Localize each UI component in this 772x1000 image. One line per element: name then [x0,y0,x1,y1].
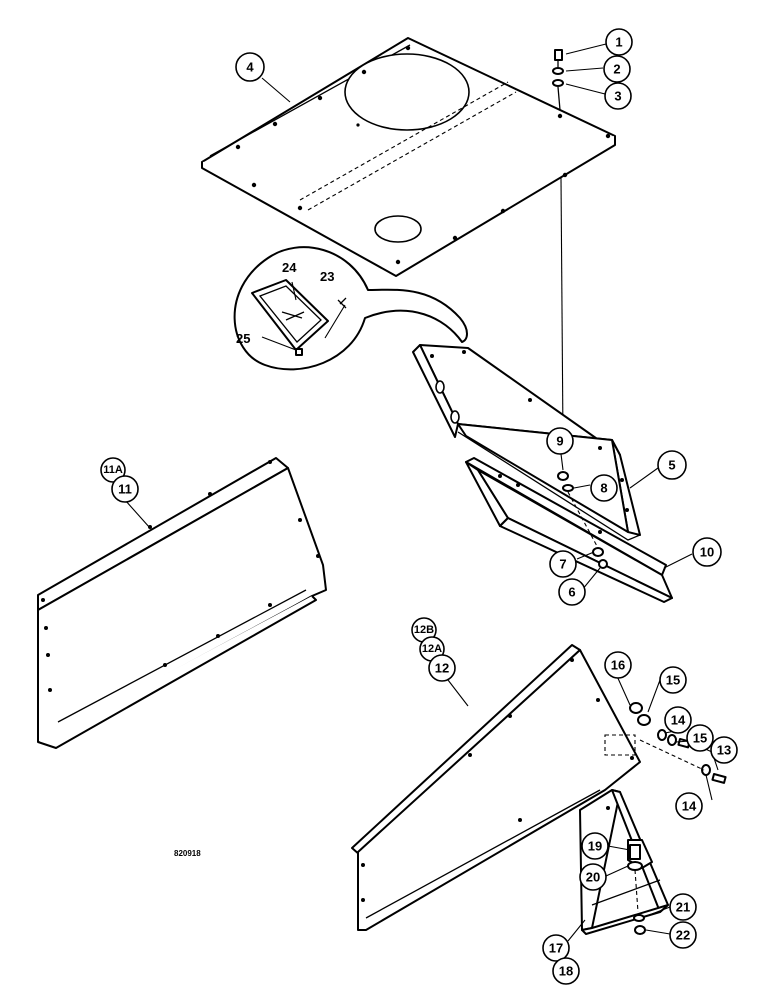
svg-text:11A: 11A [103,464,123,476]
bolt-washer-stack [552,49,564,111]
callout-17: 17 [542,934,570,962]
svg-text:18: 18 [559,964,573,979]
hardware-6-9 [557,471,608,569]
callout-22: 22 [669,921,697,949]
callout-6: 6 [558,578,586,606]
svg-text:10: 10 [700,545,714,560]
svg-text:15: 15 [666,673,680,688]
svg-text:5: 5 [668,458,675,473]
svg-text:1: 1 [615,35,622,50]
callout-15a: 15 [659,666,687,694]
callout-14a: 14 [664,706,692,734]
bracket-5 [412,344,641,541]
svg-text:15: 15 [693,731,707,746]
callout-1: 1 [605,28,633,56]
svg-text:21: 21 [676,900,690,915]
callout-2: 2 [603,55,631,83]
channel-10 [465,457,673,603]
svg-text:6: 6 [568,585,575,600]
callout-21: 21 [669,893,697,921]
callout-16: 16 [604,651,632,679]
svg-text:17: 17 [549,941,563,956]
svg-text:7: 7 [559,557,566,572]
callout-15b: 15 [686,724,714,752]
svg-text:4: 4 [246,60,254,75]
top-plate [201,37,616,277]
svg-text:9: 9 [556,434,563,449]
svg-text:8: 8 [600,481,607,496]
callout-12: 12 [428,654,456,682]
leader-lines [124,43,719,942]
callout-7: 7 [549,550,577,578]
callout-14b: 14 [675,792,703,820]
svg-text:16: 16 [611,658,625,673]
alignment-line [560,177,564,441]
callout-19: 19 [581,832,609,860]
callout-11a: 11A [100,457,126,483]
svg-text:2: 2 [613,62,620,77]
svg-text:12: 12 [435,661,449,676]
callout-3: 3 [604,82,632,110]
svg-text:19: 19 [588,839,602,854]
label-23: 23 [320,269,334,284]
label-25: 25 [236,331,250,346]
callout-8: 8 [590,474,618,502]
panel-12 [351,644,641,931]
callout-5: 5 [657,450,687,480]
callout-18: 18 [552,957,580,985]
callout-13: 13 [710,736,738,764]
svg-text:14: 14 [682,799,697,814]
callout-9: 9 [546,427,574,455]
hardware-19-22 [627,839,653,935]
svg-text:3: 3 [614,89,621,104]
svg-text:12B: 12B [414,624,434,636]
svg-text:20: 20 [586,870,600,885]
callout-4: 4 [235,52,265,82]
reference-code: 820918 [174,849,201,858]
svg-text:13: 13 [717,743,731,758]
svg-text:12A: 12A [422,643,442,655]
callout-20: 20 [579,863,607,891]
callout-12b: 12B [411,617,437,643]
detail-inset [233,246,468,371]
svg-text:22: 22 [676,928,690,943]
label-24: 24 [282,260,297,275]
svg-text:11: 11 [118,482,132,497]
panel-11 [37,457,327,749]
callout-10: 10 [692,537,722,567]
callout-11: 11 [111,475,139,503]
svg-text:14: 14 [671,713,686,728]
